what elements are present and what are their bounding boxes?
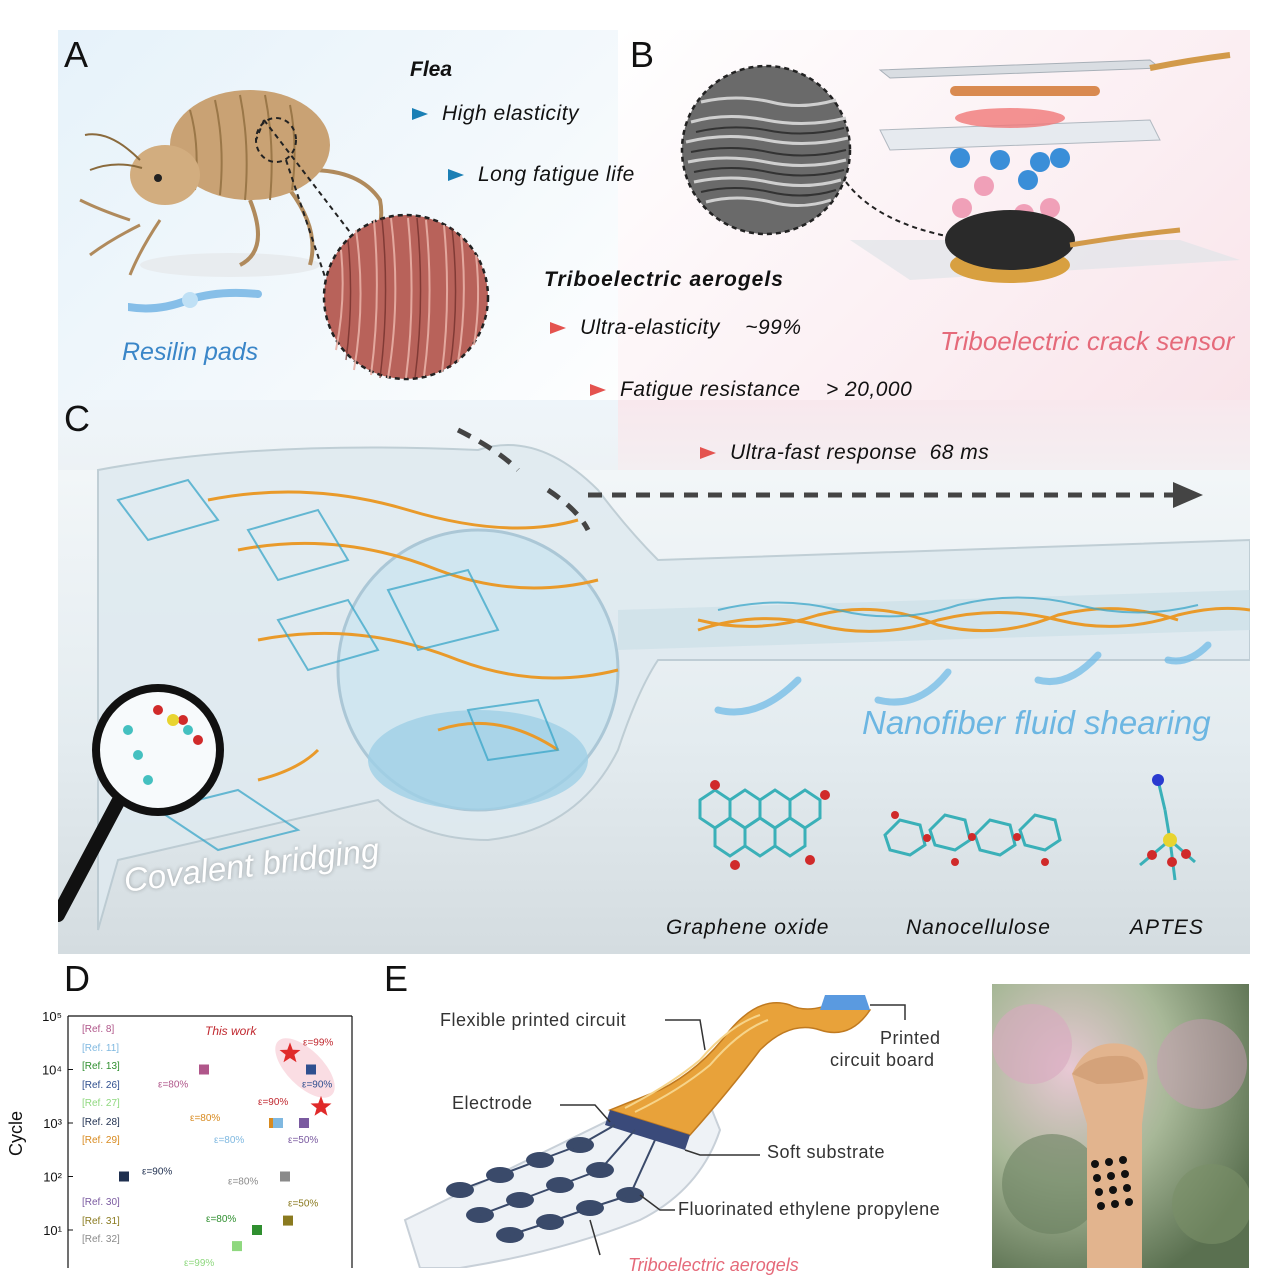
strain-label: ε=50% [288, 1199, 318, 1210]
this-work-star-marker [279, 1042, 301, 1063]
panel-letter-b: B [630, 34, 655, 75]
strain-label: ε=90% [302, 1080, 332, 1091]
y-tick-label: 10³ [43, 1116, 62, 1131]
legend-item: [Ref. 30] [82, 1197, 120, 1208]
y-tick-label: 10² [43, 1170, 62, 1185]
flea-feature-fatigue: Long fatigue life [448, 163, 635, 187]
graphene-oxide-label: Graphene oxide [666, 916, 830, 939]
legend-item: [Ref. 32] [82, 1234, 120, 1245]
callout-fpc: Flexible printed circuit [440, 1010, 627, 1030]
crack-sensor-label: Triboelectric crack sensor [940, 326, 1235, 356]
panel-letter-a: A [64, 34, 89, 75]
red-arrow-icon [550, 322, 566, 335]
aerogel-heading: Triboelectric aerogels [544, 268, 784, 291]
strain-label: ε=90% [258, 1097, 288, 1108]
callout-pcb-line1: Printed [880, 1028, 941, 1048]
aptes-molecule [1139, 774, 1196, 881]
sensor-device-illustration [403, 995, 906, 1268]
data-point-square [280, 1171, 290, 1182]
resilin-fiber-zoom [255, 117, 490, 381]
this-work-label: This work [205, 1024, 257, 1038]
legend-item: [Ref. 13] [82, 1061, 120, 1072]
callout-substrate: Soft substrate [767, 1142, 886, 1162]
this-work-star-marker [310, 1095, 332, 1116]
callout-pcb-line2: circuit board [830, 1050, 935, 1070]
strain-label: ε=50% [288, 1135, 318, 1146]
panel-letter-e: E [384, 958, 409, 999]
legend-item: [Ref. 27] [82, 1098, 120, 1109]
red-arrow-icon [590, 384, 606, 397]
panel-letter-c: C [64, 398, 90, 439]
data-point-square [119, 1171, 129, 1182]
strain-label: ε=80% [158, 1080, 188, 1091]
data-point-square [273, 1118, 283, 1128]
strain-label: ε=80% [228, 1177, 258, 1188]
callout-fep: Fluorinated ethylene propylene [678, 1199, 941, 1219]
resilin-pad-graphic [128, 288, 262, 313]
blue-arrow-icon [412, 108, 428, 121]
aerogel-feature-fatigue: Fatigue resistance > 20,000 [590, 378, 912, 402]
wrist-photo [992, 984, 1249, 1268]
aerogel-feature-elasticity: Ultra-elasticity ~99% [550, 316, 802, 340]
data-point-square [232, 1241, 242, 1252]
red-arrow-icon [700, 447, 716, 460]
y-tick-label: 10⁴ [42, 1063, 62, 1078]
data-point-square [252, 1225, 262, 1235]
data-point-square [299, 1118, 309, 1128]
aptes-label: APTES [1130, 916, 1204, 939]
flea-heading: Flea [410, 58, 453, 81]
y-tick-label: 10⁵ [42, 1009, 62, 1024]
panel-letter-d: D [64, 958, 90, 999]
sem-aerogel-zoom [680, 64, 952, 238]
flask-illustration [58, 427, 1250, 931]
data-point-square [306, 1064, 316, 1075]
strain-label: ε=99% [184, 1258, 214, 1268]
legend-item: [Ref. 11] [82, 1042, 120, 1054]
data-point-square [283, 1215, 293, 1226]
graphene-oxide-molecule [698, 780, 830, 870]
strain-label: ε=80% [206, 1214, 236, 1225]
nanocellulose-molecule [883, 811, 1062, 866]
fatigue-chart: 10⁵ 10⁴ 10³ 10² 10¹ ε=99% ε=90% ε=80% ε=90% ε=80%… [42, 1009, 353, 1268]
aerogel-feature-response: Ultra-fast response 68 ms [700, 441, 989, 465]
panel-c-top-strip-right [618, 400, 1250, 470]
y-tick-label: 10¹ [43, 1223, 62, 1238]
legend-item: [Ref. 8] [82, 1024, 115, 1035]
legend-item: [Ref. 31] [82, 1215, 120, 1227]
flea-feature-elasticity: High elasticity [412, 102, 579, 126]
legend-item: [Ref. 28] [82, 1116, 120, 1128]
legend-item: [Ref. 26] [82, 1079, 120, 1091]
legend-item: [Ref. 29] [82, 1135, 120, 1146]
shear-label: Nanofiber fluid shearing [862, 704, 1211, 741]
blue-arrow-icon [448, 169, 464, 182]
strain-label: ε=90% [142, 1167, 172, 1178]
strain-label: ε=80% [214, 1135, 244, 1146]
callout-aerogel: Triboelectric aerogels [628, 1255, 799, 1275]
strain-label: ε=99% [303, 1037, 333, 1048]
resilin-pads-label: Resilin pads [122, 338, 259, 366]
strain-label: ε=80% [190, 1113, 220, 1124]
crack-sensor-device [850, 52, 1240, 283]
callout-electrode: Electrode [452, 1093, 533, 1113]
data-point-square [199, 1064, 209, 1075]
nanocellulose-label: Nanocellulose [906, 916, 1051, 939]
